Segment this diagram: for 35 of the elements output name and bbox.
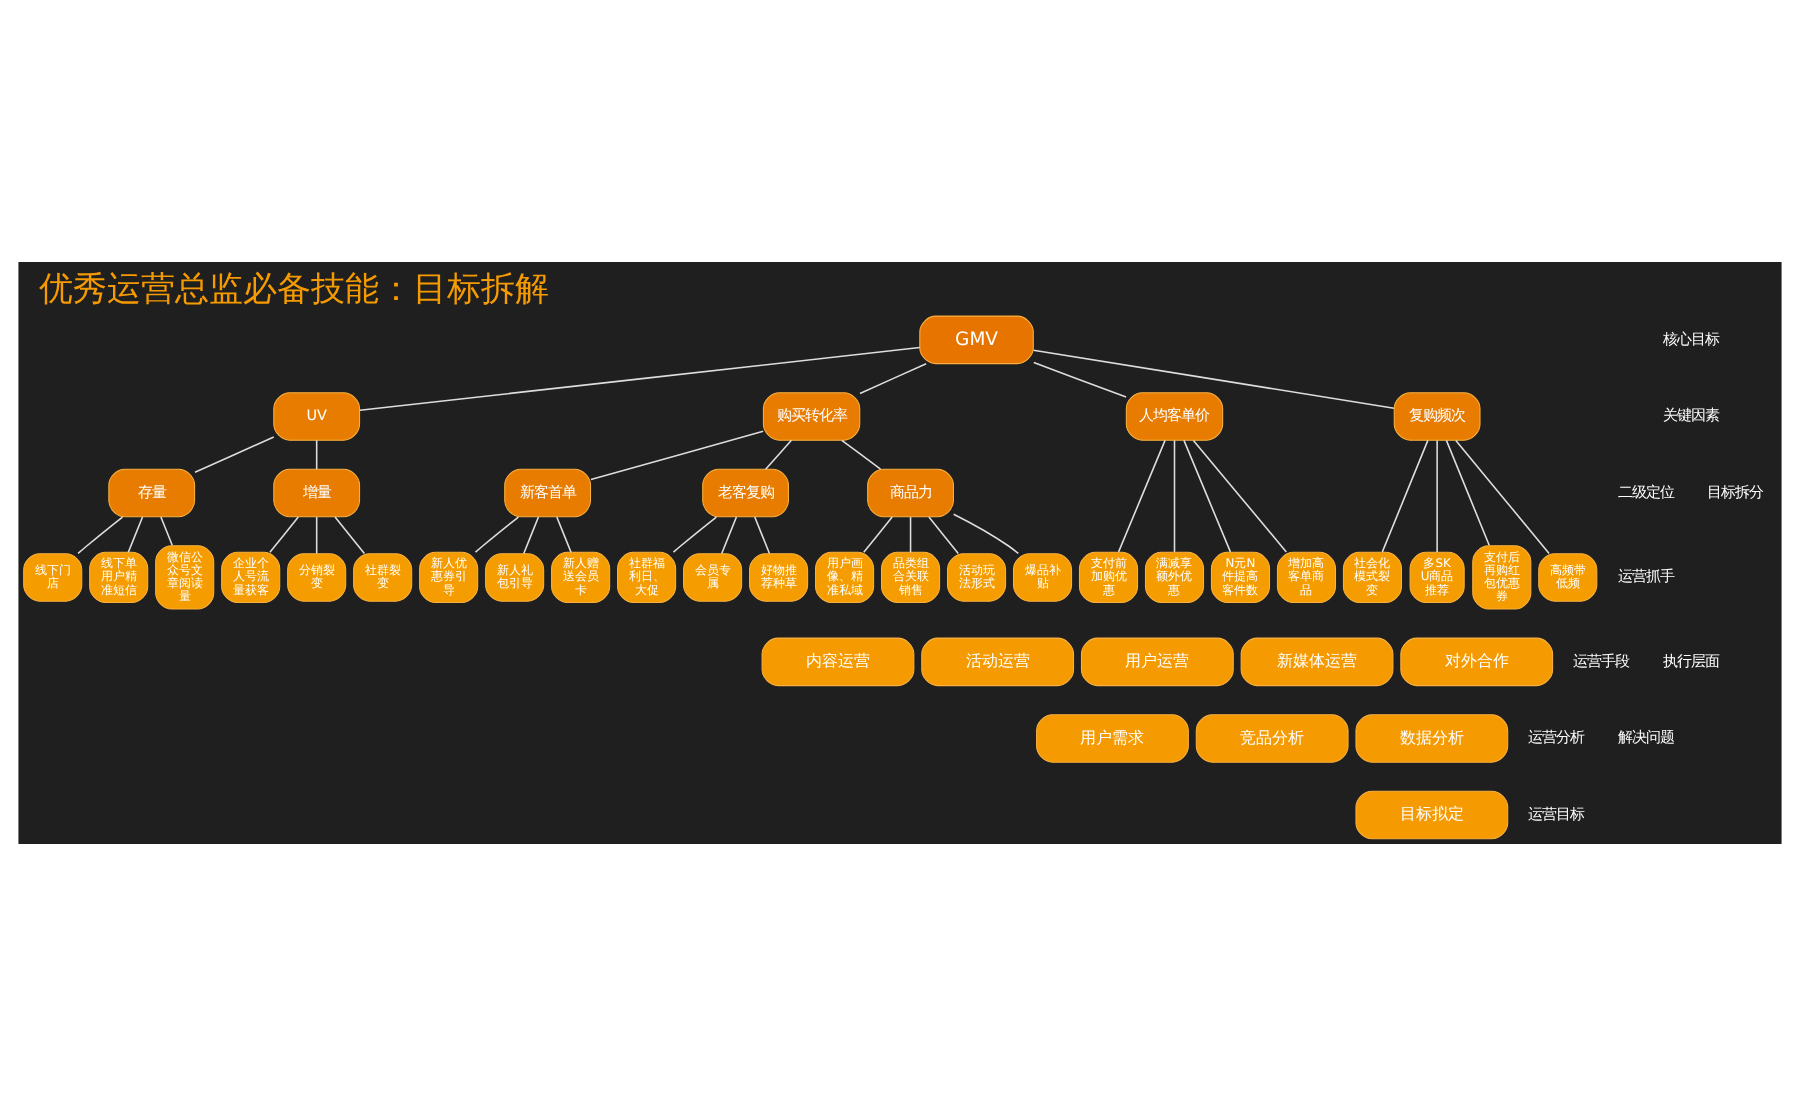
- connector: [194, 436, 275, 474]
- connector: [863, 516, 893, 554]
- connector: [720, 516, 738, 555]
- connector: [1032, 349, 1395, 409]
- connector: [754, 516, 771, 555]
- connector: [1192, 439, 1288, 553]
- connector: [1173, 439, 1176, 553]
- connector: [1436, 439, 1438, 553]
- connector: [556, 516, 572, 554]
- connector: [1381, 439, 1429, 553]
- connector: [315, 516, 318, 555]
- connector: [523, 516, 540, 555]
- connector: [672, 516, 718, 553]
- connector: [909, 516, 912, 554]
- connector: [841, 439, 882, 470]
- connector: [269, 516, 300, 554]
- connector: [952, 513, 1020, 555]
- connector: [859, 362, 927, 395]
- connector: [1455, 439, 1550, 555]
- connector: [315, 439, 318, 470]
- connector: [160, 516, 174, 546]
- connector: [1183, 439, 1232, 553]
- connector: [334, 516, 366, 555]
- connector: [474, 516, 520, 553]
- connector: [764, 439, 793, 470]
- connector: [1445, 439, 1490, 547]
- diagram-title: 优秀运营总监必备技能：目标拆解: [39, 270, 550, 311]
- connector: [590, 430, 764, 481]
- connector: [359, 346, 921, 412]
- connector: [928, 516, 960, 555]
- connector: [1033, 361, 1127, 398]
- node-box: GMV: [919, 315, 1034, 365]
- connector: [1117, 439, 1166, 553]
- connector: [77, 516, 124, 555]
- connector: [127, 516, 144, 554]
